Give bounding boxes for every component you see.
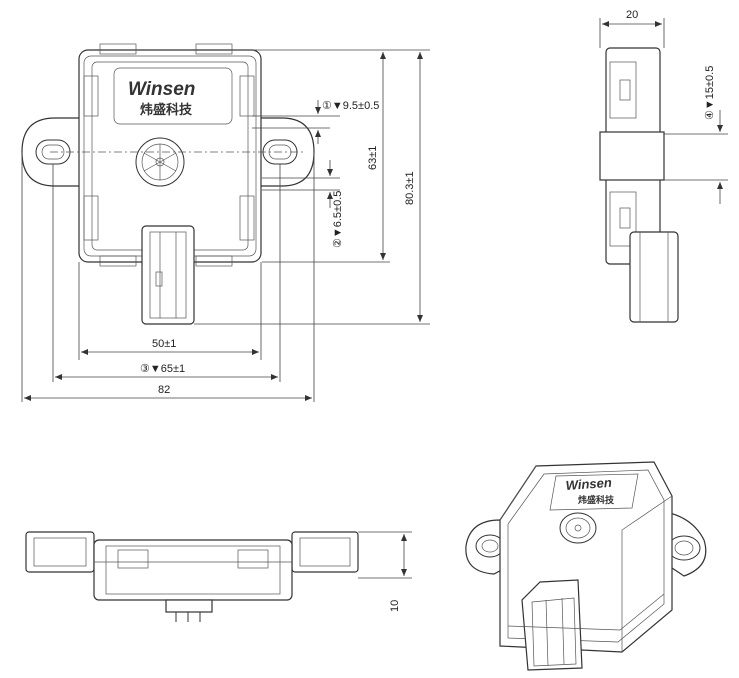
iso-brand-logo-text: Winsen bbox=[565, 475, 612, 493]
dim-hole-spacing: ③▼65±1 bbox=[140, 363, 185, 375]
dim-total-height: 80.3±1 bbox=[404, 171, 416, 205]
dim-mount-offset: ②▼6.5±0.5 bbox=[332, 191, 344, 248]
isometric-view bbox=[465, 461, 707, 671]
dim-mount-pitch: 63±1 bbox=[367, 146, 379, 170]
dim-top-width: 20 bbox=[626, 9, 638, 21]
front-view bbox=[21, 43, 315, 325]
dim-total-width: 82 bbox=[158, 384, 170, 396]
dim-port-offset: ①▼9.5±0.5 bbox=[322, 100, 379, 112]
side-view bbox=[599, 18, 728, 323]
brand-logo-text: Winsen bbox=[128, 79, 195, 100]
dim-body-width: 50±1 bbox=[152, 338, 176, 350]
brand-chinese-text: 炜盛科技 bbox=[140, 102, 193, 118]
dim-thickness: 10 bbox=[389, 600, 401, 612]
iso-brand-chinese-text: 炜盛科技 bbox=[578, 494, 615, 506]
bottom-view bbox=[25, 531, 412, 622]
sensor-grille-icon bbox=[135, 137, 185, 187]
dim-side-offset: ④▼15±0.5 bbox=[704, 66, 716, 120]
front-dimension-lines bbox=[21, 49, 430, 402]
